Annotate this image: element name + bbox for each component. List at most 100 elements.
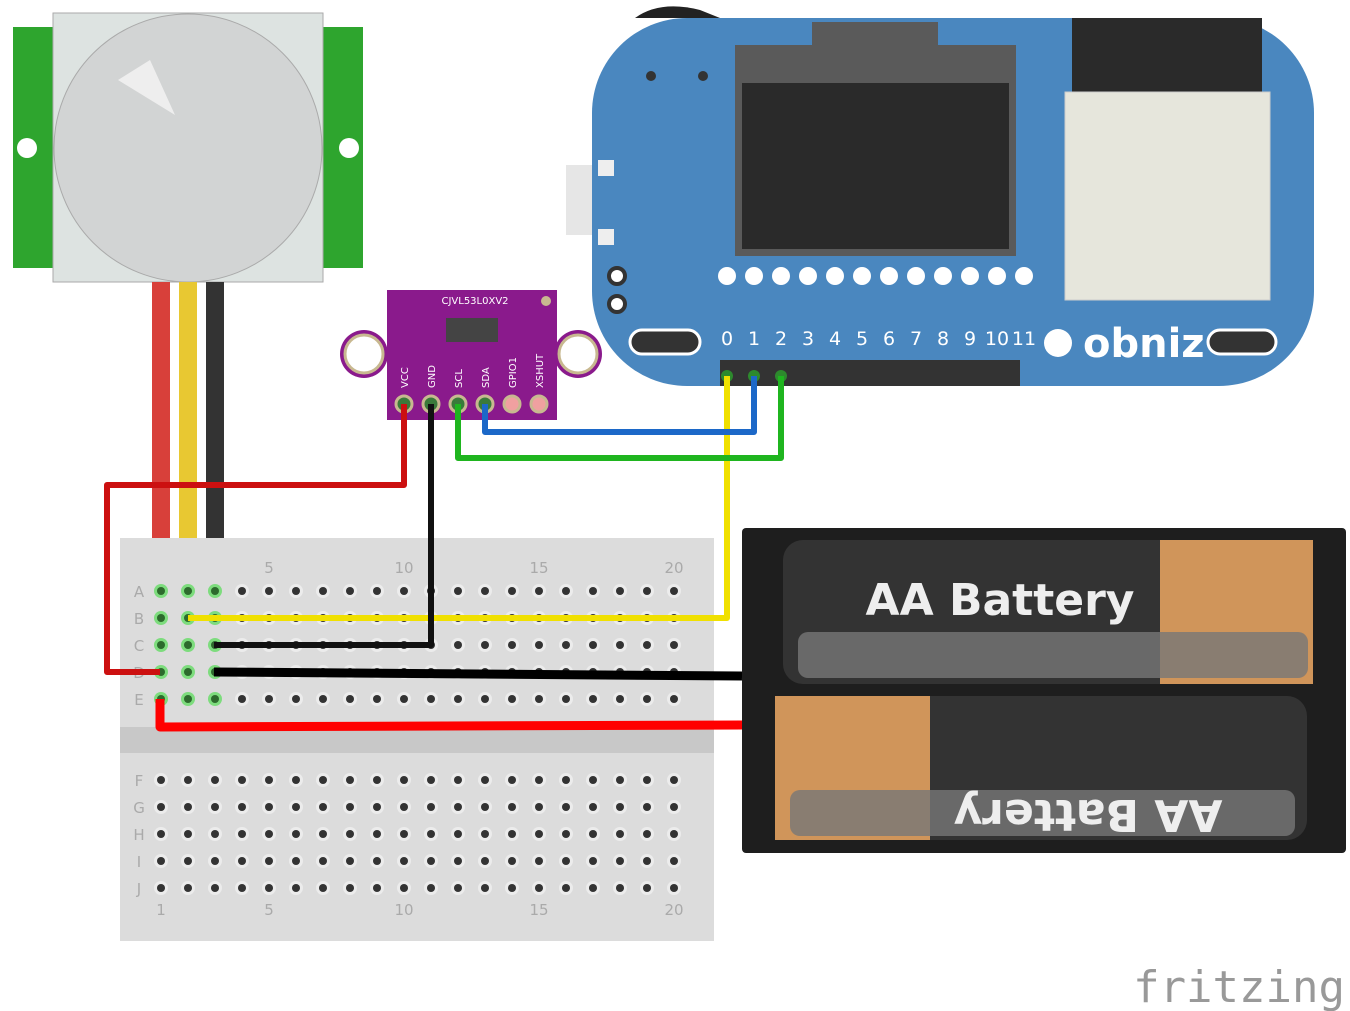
breadboard-hole-center: [427, 695, 435, 703]
row-label: I: [137, 853, 141, 871]
breadboard-hole-center: [562, 884, 570, 892]
obniz-pin-5[interactable]: [853, 267, 871, 285]
breadboard-hole-center: [454, 803, 462, 811]
breadboard-hole-center: [184, 857, 192, 865]
breadboard-hole-center: [238, 857, 246, 865]
breadboard-hole-center: [454, 695, 462, 703]
breadboard-hole-center: [670, 857, 678, 865]
obniz-pin-9[interactable]: [961, 267, 979, 285]
breadboard-hole-center: [373, 776, 381, 784]
breadboard-hole-center: [265, 857, 273, 865]
breadboard-hole-center: [589, 587, 597, 595]
breadboard-hole-center: [481, 587, 489, 595]
breadboard-hole-center: [184, 803, 192, 811]
obniz-pin-8[interactable]: [934, 267, 952, 285]
sensor-pin-label: GND: [427, 365, 438, 388]
breadboard-hole-center: [400, 776, 408, 784]
column-number: 1: [156, 901, 166, 919]
column-number: 20: [664, 559, 683, 577]
breadboard-hole-center: [211, 776, 219, 784]
wire-red-vcc[interactable]: [104, 404, 407, 675]
breadboard-hole-center: [562, 830, 570, 838]
breadboard-hole-center: [643, 776, 651, 784]
obniz-pin-10[interactable]: [988, 267, 1006, 285]
breadboard-hole-center: [319, 776, 327, 784]
breadboard-hole-center: [211, 884, 219, 892]
breadboard-hole-center: [643, 830, 651, 838]
breadboard-hole-center: [508, 803, 516, 811]
breadboard-hole-center: [319, 695, 327, 703]
battery-label-2: AA Battery: [954, 789, 1223, 840]
breadboard-hole-center: [346, 776, 354, 784]
sensor-pin-gpio1[interactable]: [502, 394, 522, 414]
breadboard-hole-center: [508, 587, 516, 595]
breadboard-hole-center: [562, 803, 570, 811]
breadboard-hole-center: [184, 830, 192, 838]
breadboard-hole-center: [211, 803, 219, 811]
breadboard-hole-center: [535, 641, 543, 649]
breadboard-hole-center: [508, 776, 516, 784]
obniz-pin-label: 3: [802, 328, 814, 350]
column-number: 5: [264, 901, 274, 919]
row-label: B: [134, 610, 144, 628]
breadboard-hole-center: [292, 776, 300, 784]
breadboard-hole-center: [535, 830, 543, 838]
breadboard-hole-center: [670, 587, 678, 595]
obniz-logo: obniz: [1083, 321, 1205, 367]
breadboard-hole-center: [643, 803, 651, 811]
column-number: 10: [394, 901, 413, 919]
breadboard-hole-center: [481, 641, 489, 649]
breadboard-hole-center: [292, 884, 300, 892]
pir-wire-red[interactable]: [152, 282, 170, 565]
obniz-pin-1[interactable]: [745, 267, 763, 285]
breadboard-hole-center: [562, 776, 570, 784]
breadboard-hole-center: [238, 587, 246, 595]
obniz-pin-label: 5: [856, 328, 868, 350]
breadboard-hole-center: [535, 587, 543, 595]
obniz-pin-6[interactable]: [880, 267, 898, 285]
column-number: 15: [529, 901, 548, 919]
row-label: E: [134, 691, 143, 709]
row-label: F: [135, 772, 144, 790]
obniz-pin-7[interactable]: [907, 267, 925, 285]
obniz-pin-11[interactable]: [1015, 267, 1033, 285]
wire-black-battery[interactable]: [213, 667, 743, 681]
breadboard-hole-center: [535, 803, 543, 811]
breadboard-hole-center: [481, 776, 489, 784]
breadboard-hole-center: [265, 587, 273, 595]
wire-blue-sda[interactable]: [482, 376, 757, 435]
breadboard-hole-center: [643, 857, 651, 865]
breadboard-hole-center: [292, 803, 300, 811]
wire-green-scl[interactable]: [455, 376, 784, 461]
row-label: J: [136, 880, 141, 898]
obniz-pin-2[interactable]: [772, 267, 790, 285]
obniz-pin-label: 9: [964, 328, 976, 350]
breadboard-hole-center: [427, 830, 435, 838]
sensor-pin-label: GPIO1: [508, 357, 519, 388]
breadboard-hole-center: [157, 884, 165, 892]
row-label: A: [134, 583, 145, 601]
obniz-pin-0[interactable]: [718, 267, 736, 285]
breadboard-hole-center: [157, 614, 165, 622]
breadboard-hole-center: [184, 776, 192, 784]
breadboard-hole-center: [508, 857, 516, 865]
breadboard-hole-center: [670, 830, 678, 838]
breadboard-hole-center: [616, 776, 624, 784]
wire-red-battery[interactable]: [155, 699, 743, 732]
obniz-pin-3[interactable]: [799, 267, 817, 285]
breadboard-hole-center: [238, 776, 246, 784]
obniz-pin-4[interactable]: [826, 267, 844, 285]
breadboard-hole-center: [184, 641, 192, 649]
pir-wire-black[interactable]: [206, 282, 224, 565]
breadboard-hole-center: [508, 695, 516, 703]
sensor-pin-xshut[interactable]: [529, 394, 549, 414]
breadboard-hole-center: [427, 776, 435, 784]
wire-black-gnd[interactable]: [214, 404, 434, 648]
breadboard-hole-center: [670, 776, 678, 784]
breadboard-hole-center: [400, 857, 408, 865]
battery-label-1: AA Battery: [866, 575, 1135, 626]
pir-wire-yellow[interactable]: [179, 282, 197, 565]
breadboard-hole-center: [670, 803, 678, 811]
